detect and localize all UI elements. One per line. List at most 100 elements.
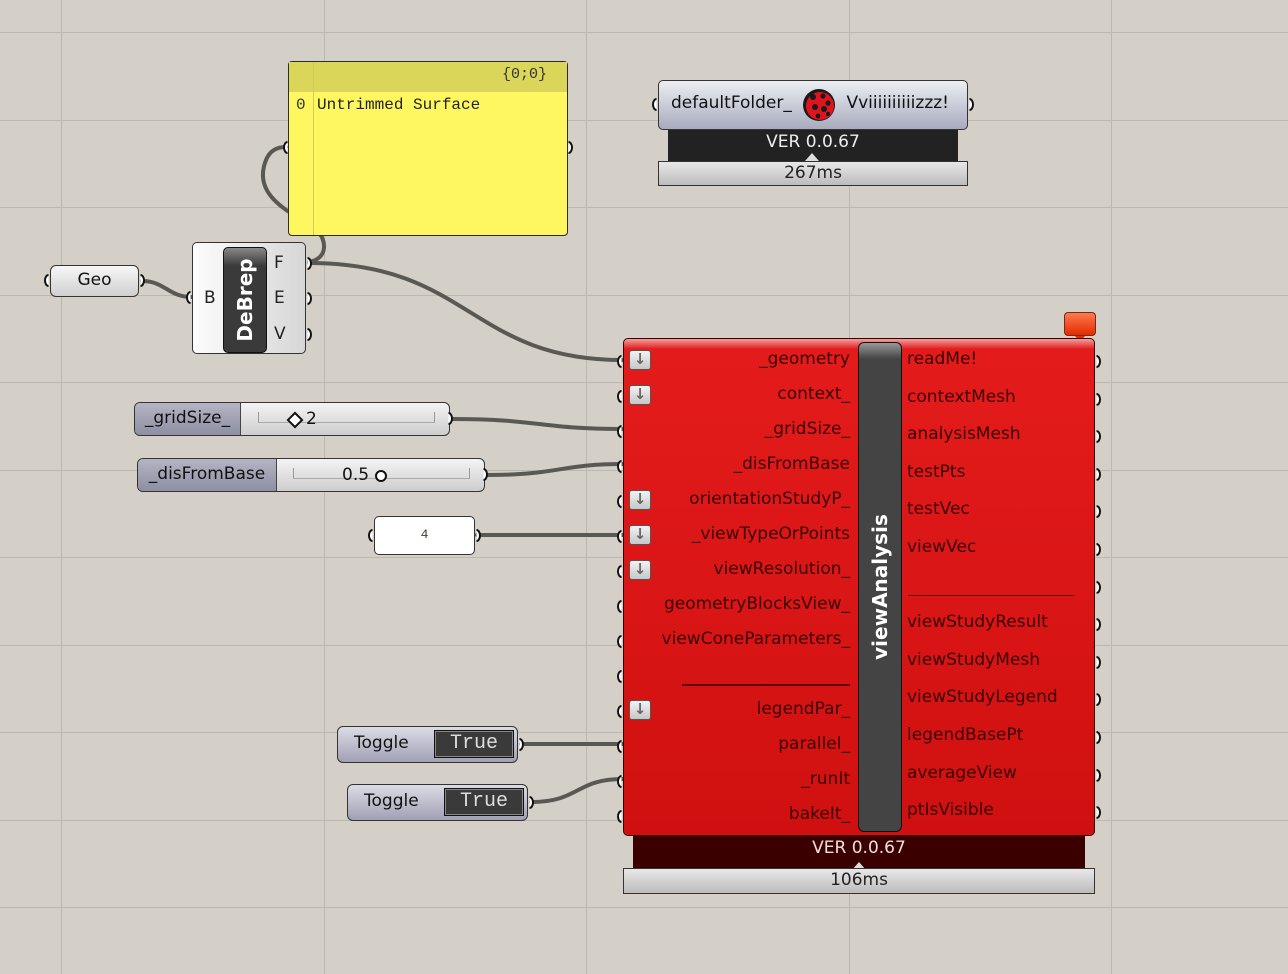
ladybug-component[interactable]: defaultFolder_ Vviiiiiiiiiizzz! [652, 80, 974, 130]
viewanalysis-input-grip[interactable] [617, 705, 622, 718]
disfrombase-output-grip[interactable] [483, 468, 488, 481]
viewanalysis-output-grip[interactable] [1096, 693, 1101, 707]
debrep-output-f: F [274, 253, 284, 273]
viewanalysis-input-grip[interactable] [617, 670, 622, 683]
viewanalysis-output-grip[interactable] [1096, 355, 1101, 368]
viewanalysis-input-label: viewConeParameters_ [661, 629, 850, 649]
ladybug-caret [805, 153, 819, 161]
viewanalysis-input-grip[interactable] [617, 495, 622, 508]
number-panel-input-grip[interactable] [368, 529, 373, 542]
debrep-output-grip-v[interactable] [307, 328, 312, 341]
viewanalysis-input-grip[interactable] [617, 425, 622, 438]
debrep-output-v: V [274, 324, 286, 344]
viewanalysis-output-grip[interactable] [1096, 430, 1101, 444]
gridsize-slider[interactable]: _gridSize_ 2 [134, 402, 450, 436]
debrep-output-grip-f[interactable] [307, 257, 312, 270]
viewanalysis-output-grip[interactable] [1096, 392, 1101, 406]
geo-output-grip[interactable] [140, 274, 145, 287]
viewanalysis-output-label: readMe! [907, 349, 978, 369]
debrep-output-grip-e[interactable] [307, 292, 312, 305]
debrep-name-bar: DeBrep [223, 247, 267, 353]
grid-line [0, 32, 1288, 33]
debrep-output-e: E [274, 288, 285, 308]
viewanalysis-input-grip[interactable] [617, 565, 622, 578]
viewanalysis-output-grip[interactable] [1096, 580, 1101, 594]
viewanalysis-output-grip[interactable] [1096, 618, 1101, 632]
value-list-arrow-icon[interactable]: ↓ [629, 350, 651, 370]
geo-param[interactable]: Geo [44, 265, 145, 297]
grid-line [0, 207, 1288, 208]
input-separator [682, 684, 850, 686]
ladybug-version: VER 0.0.67 [766, 132, 860, 152]
viewanalysis-input-grip[interactable] [617, 740, 622, 753]
ladybug-timer: 267ms [784, 163, 842, 183]
geo-input-grip[interactable] [44, 274, 49, 287]
grid-line [586, 0, 587, 974]
toggle-parallel[interactable]: Toggle True [337, 726, 524, 763]
ladybug-output-grip[interactable] [969, 98, 974, 111]
viewanalysis-input-label: _viewTypeOrPoints [691, 524, 850, 544]
toggle-value-button[interactable]: True [444, 788, 524, 816]
viewanalysis-input-label: legendPar_ [756, 699, 850, 719]
toggle-label: Toggle [354, 733, 409, 753]
grid-line [0, 120, 1288, 121]
viewanalysis-input-grip[interactable] [617, 460, 622, 473]
disfrombase-slider-knob[interactable] [375, 470, 387, 482]
message-balloon-icon[interactable] [1064, 312, 1096, 342]
viewanalysis-caret [852, 862, 866, 870]
viewanalysis-output-label: analysisMesh [907, 424, 1021, 445]
debrep-component[interactable]: B DeBrep F E V [186, 242, 312, 354]
panel-margin-line [313, 62, 314, 235]
viewanalysis-output-grip[interactable] [1096, 467, 1101, 481]
number-panel[interactable]: 4 [368, 516, 481, 555]
toggle-runit[interactable]: Toggle True [347, 784, 534, 821]
viewanalysis-output-grip[interactable] [1096, 543, 1101, 556]
viewanalysis-output-grip[interactable] [1096, 505, 1101, 519]
number-panel-value: 4 [420, 527, 429, 542]
panel-input-grip[interactable] [283, 141, 288, 154]
ladybug-timer-bar: 267ms [658, 161, 968, 186]
disfrombase-slider-value: 0.5 [342, 465, 370, 485]
viewanalysis-input-grip[interactable] [617, 390, 622, 403]
wire-gridsize [450, 417, 625, 431]
value-list-arrow-icon[interactable]: ↓ [629, 490, 651, 510]
value-list-arrow-icon[interactable]: ↓ [629, 560, 651, 580]
viewanalysis-name: viewAnalysis [868, 514, 892, 660]
number-panel-output-grip[interactable] [476, 529, 481, 542]
toggle-value: True [449, 732, 498, 755]
panel-item-text: Untrimmed Surface [317, 96, 481, 114]
gridsize-output-grip[interactable] [448, 412, 453, 425]
viewanalysis-input-grip[interactable] [617, 530, 622, 543]
viewanalysis-input-grip[interactable] [617, 600, 622, 613]
viewanalysis-timer-bar: 106ms [623, 868, 1095, 894]
toggle-output-grip[interactable] [529, 796, 534, 809]
viewanalysis-input-label: orientationStudyP_ [689, 489, 850, 509]
debrep-input-grip-b[interactable] [186, 291, 191, 304]
toggle-output-grip[interactable] [519, 738, 524, 751]
viewanalysis-input-grip[interactable] [617, 635, 622, 648]
viewanalysis-input-grip[interactable] [617, 810, 622, 823]
gridsize-slider-track[interactable] [258, 412, 435, 423]
viewanalysis-input-grip[interactable] [617, 775, 622, 788]
debrep-input-b: B [204, 288, 216, 308]
panel-output-grip[interactable] [568, 141, 573, 154]
value-list-arrow-icon[interactable]: ↓ [629, 700, 651, 720]
viewanalysis-input-label: bakeIt_ [788, 804, 850, 824]
viewanalysis-output-grip[interactable] [1096, 731, 1101, 744]
viewanalysis-output-grip[interactable] [1096, 806, 1101, 820]
panel-component[interactable]: {0;0} 0 Untrimmed Surface [283, 61, 573, 236]
grid-line [0, 907, 1288, 908]
ladybug-icon [803, 89, 835, 121]
viewanalysis-input-grip[interactable] [617, 355, 622, 368]
viewanalysis-version: VER 0.0.67 [812, 838, 906, 858]
value-list-arrow-icon[interactable]: ↓ [629, 525, 651, 545]
viewanalysis-output-grip[interactable] [1096, 768, 1101, 782]
viewanalysis-output-grip[interactable] [1096, 655, 1101, 669]
panel-data-path: {0;0} [501, 66, 547, 83]
toggle-value-button[interactable]: True [434, 730, 514, 758]
ladybug-input-grip[interactable] [652, 98, 657, 111]
value-list-arrow-icon[interactable]: ↓ [629, 385, 651, 405]
viewanalysis-component[interactable]: viewAnalysis _geometry↓context_↓_gridSiz… [617, 338, 1101, 836]
disfrombase-slider[interactable]: _disFromBase 0.5 [137, 458, 485, 492]
